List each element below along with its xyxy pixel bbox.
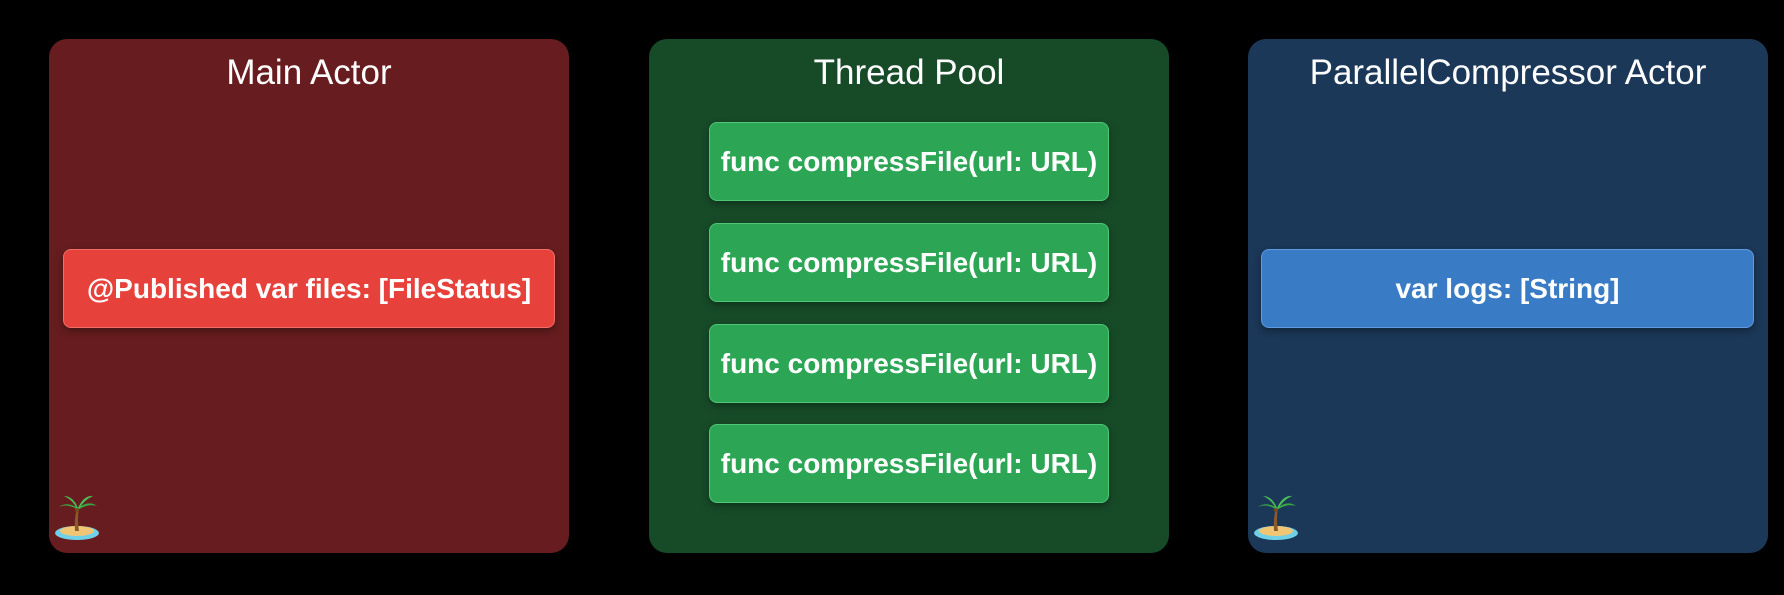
- parallel-compressor-title: ParallelCompressor Actor: [1309, 53, 1707, 92]
- compress-file-task: func compressFile(url: URL): [709, 324, 1109, 403]
- thread-pool-title: Thread Pool: [813, 53, 1005, 92]
- published-files-property: @Published var files: [FileStatus]: [63, 249, 555, 328]
- island-icon: [1254, 495, 1298, 540]
- compress-file-task: func compressFile(url: URL): [709, 424, 1109, 503]
- compress-file-task: func compressFile(url: URL): [709, 223, 1109, 302]
- island-icon: [55, 495, 99, 540]
- main-actor-panel: Main Actor @Published var files: [FileSt…: [49, 39, 569, 553]
- logs-property: var logs: [String]: [1261, 249, 1754, 328]
- main-actor-title: Main Actor: [226, 53, 392, 92]
- compress-file-task: func compressFile(url: URL): [709, 122, 1109, 201]
- thread-pool-panel: Thread Pool func compressFile(url: URL) …: [649, 39, 1169, 553]
- parallel-compressor-panel: ParallelCompressor Actor var logs: [Stri…: [1248, 39, 1768, 553]
